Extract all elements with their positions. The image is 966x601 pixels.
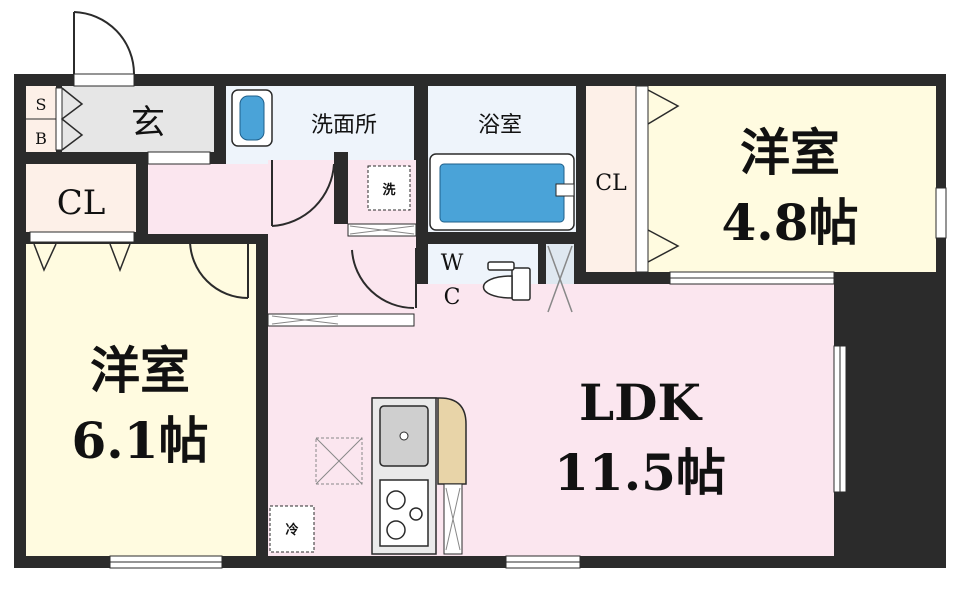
entrance-label: 玄	[131, 103, 165, 143]
hall-sliding-door	[267, 313, 415, 327]
stove	[379, 479, 429, 547]
ldk-floor	[268, 284, 834, 556]
closet-right-label: CL	[595, 171, 627, 196]
closet-left-floor	[26, 164, 136, 232]
washroom-wall-stub	[334, 152, 348, 224]
kitchen-storage-mark	[315, 437, 363, 485]
hallway-door-1	[271, 160, 335, 227]
shoe-box-b: B	[35, 129, 47, 148]
shoe-box-s: S	[36, 95, 47, 114]
kitchen-counter	[371, 397, 467, 555]
closet-left-door	[29, 231, 135, 243]
ldk-size: 11.5帖	[554, 443, 726, 502]
fridge-label: 冷	[285, 522, 298, 538]
wc-label-w: W	[441, 251, 464, 276]
washroom-label: 洗面所	[311, 113, 377, 138]
toilet	[482, 261, 531, 301]
bathroom-label: 浴室	[478, 113, 522, 138]
western-large-size: 6.1帖	[72, 411, 209, 470]
wash-basin	[231, 89, 273, 147]
entrance-door	[73, 11, 135, 75]
washer: 洗	[367, 165, 411, 211]
bath-tub	[429, 153, 575, 231]
pipe-space-mark	[547, 245, 573, 313]
closet-left-door-swing	[33, 243, 131, 273]
entrance-step	[147, 151, 211, 165]
ldk-name: LDK	[579, 373, 703, 432]
western-small-floor	[648, 86, 936, 272]
washer-label: 洗	[382, 182, 395, 198]
wc-label-c: C	[444, 285, 461, 310]
western-large-floor	[26, 244, 256, 556]
entrance-floor	[62, 86, 214, 152]
closet-left-label: CL	[57, 183, 106, 223]
closet-right-door	[635, 85, 649, 273]
western-large-name: 洋室	[90, 341, 190, 400]
closet-right-door-swing	[647, 89, 680, 263]
shoe-box: S B	[26, 87, 84, 151]
windows	[73, 73, 947, 569]
western-large-door	[189, 239, 249, 299]
wc-door	[351, 248, 417, 310]
closet-right-floor	[586, 86, 636, 272]
western-small-name: 洋室	[740, 123, 840, 182]
fridge: 冷	[269, 505, 315, 553]
western-small-size: 4.8帖	[722, 193, 859, 252]
